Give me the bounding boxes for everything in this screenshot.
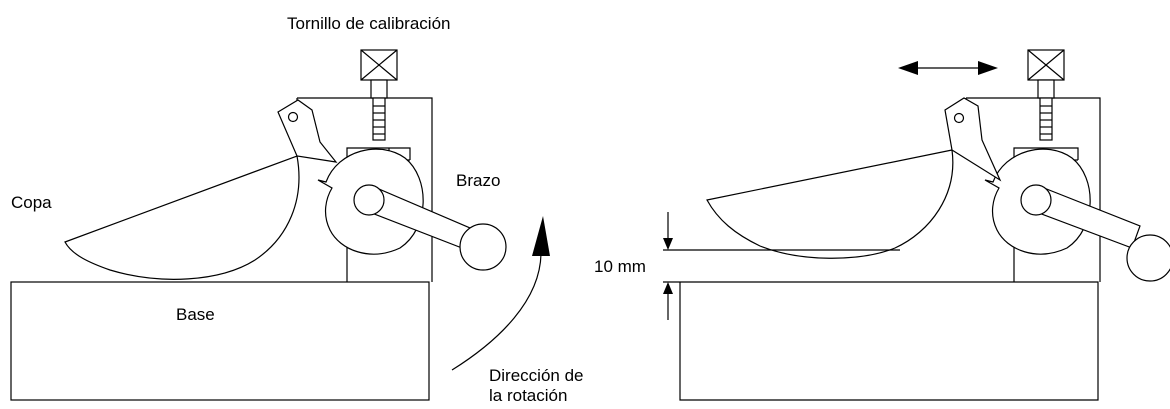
right-calibration-screw: [1027, 49, 1065, 141]
left-crank-arm: [353, 184, 507, 271]
label-calibration-screw: Tornillo de calibración: [287, 14, 450, 33]
label-base: Base: [176, 305, 215, 324]
label-cup: Copa: [11, 193, 52, 212]
right-hanger-pin: [953, 112, 965, 124]
left-hanger-pin: [287, 111, 299, 123]
label-drop-height: 10 mm: [594, 257, 646, 276]
left-calibration-screw: [360, 49, 398, 141]
label-rotation-line2: la rotación: [489, 386, 567, 404]
left-device: [10, 49, 550, 401]
left-cup-hanger: [277, 99, 338, 163]
label-rotation-line1: Dirección de: [489, 366, 584, 385]
right-cup: [706, 149, 954, 259]
right-device: [663, 49, 1170, 401]
right-crank-arm: [1020, 184, 1170, 282]
left-cup: [64, 155, 300, 280]
horizontal-movement-arrow: [898, 61, 998, 75]
drop-height-dimension: [663, 212, 900, 320]
right-base-block: [679, 281, 1099, 401]
rotation-direction-arrowhead: [532, 216, 550, 256]
rotation-direction-curve: [451, 253, 542, 371]
left-base-block: [10, 281, 430, 401]
label-arm: Brazo: [456, 171, 500, 190]
